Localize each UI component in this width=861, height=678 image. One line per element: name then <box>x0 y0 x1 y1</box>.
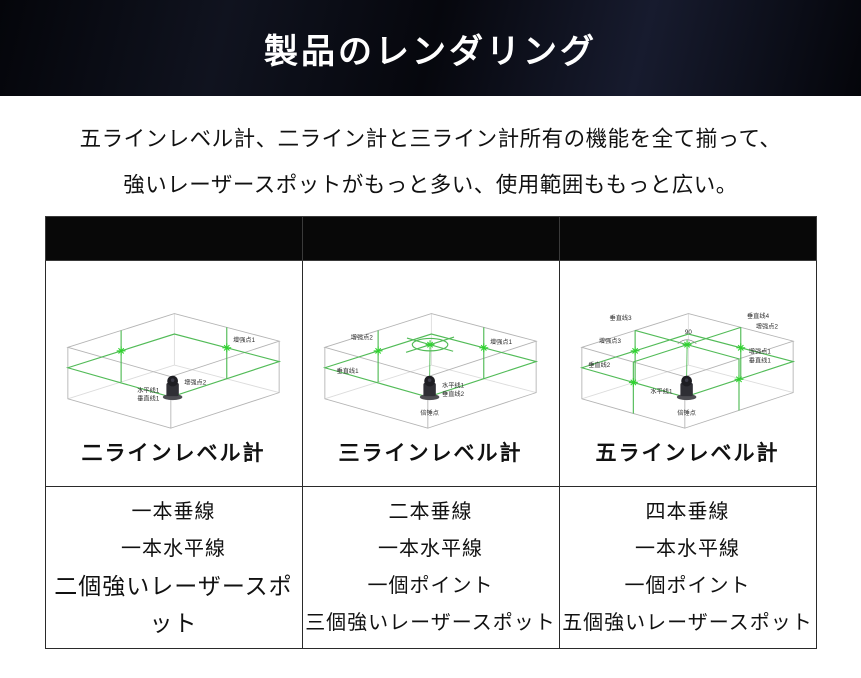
box-wireframe <box>580 313 795 429</box>
feature-line: 一本垂線 <box>131 500 216 523</box>
laser-spot-icon <box>373 345 384 356</box>
feature-line: 一本水平線 <box>378 537 483 560</box>
features-row: 一本垂線 一本水平線 二個強いレーザースポット 二本垂線 一本水平線 一個ポイン… <box>44 486 817 649</box>
feature-line: 四本垂線 <box>645 500 730 523</box>
feature-line: 一本水平線 <box>635 537 740 560</box>
table-header-row <box>44 216 817 261</box>
diagram-label: 垂直线2 <box>588 361 611 369</box>
diagram-label: 垂直线4 <box>747 312 770 320</box>
diagram-label: 增强点2 <box>184 379 207 387</box>
diagram-label: 增强点1 <box>233 336 256 344</box>
laser-device-icon <box>419 375 440 401</box>
diagram-label: 增强点3 <box>599 337 622 345</box>
angle-arc <box>677 339 697 345</box>
laser-spot-icon <box>734 374 744 385</box>
column-name-three-line: 三ラインレベル計 <box>338 442 523 465</box>
feature-line: 二本垂線 <box>388 500 473 523</box>
features-cell-three-line: 二本垂線 一本水平線 一個ポイント 三個強いレーザースポット <box>301 486 560 649</box>
feature-line: 一個ポイント <box>367 574 494 597</box>
diagram-label: 90 <box>685 329 692 336</box>
table-header-cell-2 <box>301 216 560 261</box>
diagram-cell-two-line: 水平线1 垂直线1 增强点1 增强点2 二ラインレベル計 <box>44 260 303 487</box>
diagram-labels: 增强点2 垂直线1 水平线1 垂直线2 增强点1 倍锤点 <box>337 333 513 416</box>
feature-line: 五個強いレーザースポット <box>562 611 813 634</box>
laser-spot-icon <box>221 342 232 353</box>
column-name-two-line: 二ラインレベル計 <box>81 442 266 465</box>
features-cell-two-line: 一本垂線 一本水平線 二個強いレーザースポット <box>44 486 303 649</box>
laser-spot-icon <box>682 339 693 350</box>
diagram-three-line: 增强点2 垂直线1 水平线1 垂直线2 增强点1 倍锤点 <box>322 313 539 429</box>
diagram-label: 增强点2 <box>756 323 779 331</box>
diagram-label: 垂直线1 <box>749 356 772 364</box>
diagram-label: 水平线1 <box>137 387 160 395</box>
diagram-row: 水平线1 垂直线1 增强点1 增强点2 二ラインレベル計 <box>44 260 817 487</box>
diagram-cell-three-line: 增强点2 垂直线1 水平线1 垂直线2 增强点1 倍锤点 三ラインレベル計 <box>301 260 560 487</box>
box-wireframe <box>323 313 538 429</box>
diagram-labels: 水平线1 垂直线1 增强点1 增强点2 <box>137 336 255 403</box>
comparison-table: 水平线1 垂直线1 增强点1 增强点2 二ラインレベル計 <box>44 216 817 649</box>
diagram-two-line: 水平线1 垂直线1 增强点1 增强点2 <box>65 313 282 429</box>
diagram-label: 倍锤点 <box>420 409 439 417</box>
diagram-cell-five-line: 垂直线3 90 垂直线4 增强点2 增强点3 垂直线2 增强点1 垂直线1 水平… <box>558 260 817 487</box>
laser-spot-icon <box>630 345 641 356</box>
diagram-label: 垂直线3 <box>610 314 633 322</box>
intro: 五ラインレベル計、二ライン計と三ライン計所有の機能を全て揃って、 強いレーザース… <box>0 116 861 208</box>
diagram-label: 垂直线1 <box>337 367 360 375</box>
features-cell-five-line: 四本垂線 一本水平線 一個ポイント 五個強いレーザースポット <box>558 486 817 649</box>
laser-spot-icon <box>735 342 746 353</box>
box-wireframe <box>66 313 281 429</box>
laser-device-icon <box>676 375 697 401</box>
feature-line: 三個強いレーザースポット <box>305 611 556 634</box>
feature-line: 一本水平線 <box>121 537 226 560</box>
diagram-label: 垂直线2 <box>442 390 465 398</box>
laser-spot-icon <box>628 377 639 388</box>
diagram-labels: 垂直线3 90 垂直线4 增强点2 增强点3 垂直线2 增强点1 垂直线1 水平… <box>588 312 778 417</box>
intro-line-2: 強いレーザースポットがもっと多い、使用範囲ももっと広い。 <box>123 173 738 197</box>
laser-lines <box>65 327 282 398</box>
laser-device-icon <box>162 375 183 401</box>
diagram-label: 水平线1 <box>650 388 673 396</box>
banner-title: 製品のレンダリング <box>264 32 597 71</box>
feature-line: 二個強いレーザースポット <box>54 572 293 636</box>
diagram-label: 倍锤点 <box>677 409 696 417</box>
table-header-cell-1 <box>44 216 303 261</box>
laser-spot-icon <box>425 339 436 350</box>
feature-line: 一個ポイント <box>624 574 751 597</box>
banner: 製品のレンダリング <box>0 0 861 96</box>
diagram-label: 水平线1 <box>442 381 465 389</box>
diagram-label: 增强点2 <box>351 333 374 341</box>
diagram-five-line: 垂直线3 90 垂直线4 增强点2 增强点3 垂直线2 增强点1 垂直线1 水平… <box>579 312 796 429</box>
table-header-cell-3 <box>558 216 817 261</box>
diagram-label: 增强点1 <box>749 348 772 356</box>
laser-spot-icon <box>116 345 127 356</box>
column-name-five-line: 五ラインレベル計 <box>595 442 780 465</box>
laser-spot-icon <box>478 342 489 353</box>
diagram-label: 垂直线1 <box>137 395 160 403</box>
intro-line-1: 五ラインレベル計、二ライン計と三ライン計所有の機能を全て揃って、 <box>79 127 782 151</box>
diagram-label: 增强点1 <box>490 338 513 346</box>
